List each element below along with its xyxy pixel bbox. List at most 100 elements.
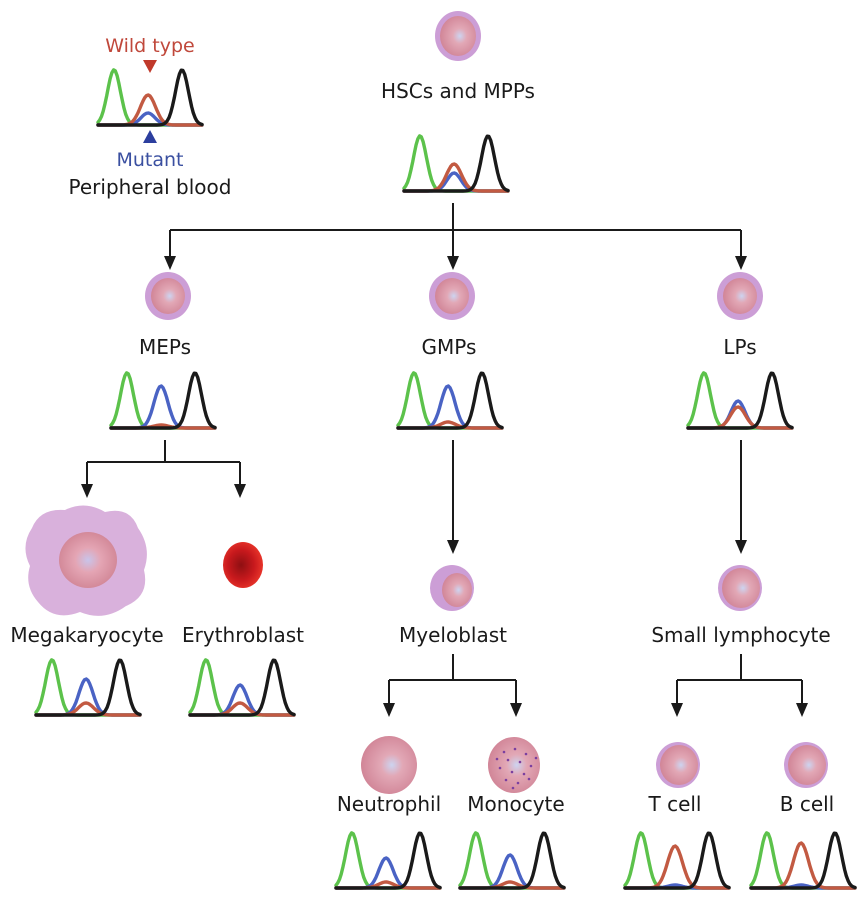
black-trace (458, 831, 566, 890)
monocyte-icon (488, 737, 540, 793)
black-trace (188, 658, 296, 717)
chromatogram-b-cell (749, 831, 857, 890)
black-trace (96, 68, 204, 127)
wild-type-trace (188, 701, 296, 717)
chromatogram-lp (686, 371, 794, 430)
black-trace (686, 371, 794, 430)
wild-type-label: Wild type (105, 35, 194, 57)
granule-dot (527, 777, 531, 781)
erythroblast-label: Erythroblast (182, 623, 304, 647)
granule-dot (516, 781, 520, 785)
granule-dot (498, 766, 502, 770)
node-b-cell: B cell (749, 742, 857, 890)
granule-dot (524, 752, 528, 756)
neutrophil-label: Neutrophil (337, 792, 441, 816)
arrow-to-myeloblast (447, 540, 459, 554)
granule-dot (510, 770, 514, 774)
megakaryocyte-label: Megakaryocyte (10, 623, 163, 647)
b-cell-nucleus (788, 745, 826, 785)
mutant-label: Mutant (116, 149, 183, 171)
erythroblast-icon (223, 542, 263, 588)
chromatogram-erythroblast (188, 658, 296, 717)
black-trace (109, 371, 217, 430)
black-trace (749, 831, 857, 890)
arrow-to-mep (164, 256, 176, 270)
chromatogram-hsc (402, 134, 510, 193)
black-trace (396, 371, 504, 430)
myeloblast-label: Myeloblast (399, 623, 507, 647)
wild-type-marker-icon (143, 60, 157, 73)
arrow-to-lp (735, 256, 747, 270)
lp-nucleus (723, 278, 757, 314)
black-trace (334, 831, 442, 890)
granule-dot (504, 778, 508, 782)
t-cell-nucleus (660, 745, 698, 785)
stem-cell-nucleus (440, 16, 476, 56)
gmp-nucleus (435, 278, 469, 314)
granule-dot (495, 757, 499, 761)
connector-myeloblast-branch (388, 654, 517, 705)
small-lymphocyte-label: Small lymphocyte (651, 623, 830, 647)
legend: Wild type Mutant Peripheral blood (69, 35, 232, 199)
node-small-lymphocyte: Small lymphocyte (651, 565, 831, 647)
chromatogram-monocyte (458, 831, 566, 890)
node-hsc: HSCs and MPPs (381, 11, 535, 193)
granule-dot (529, 764, 533, 768)
chromatogram-peripheral-blood (96, 68, 204, 127)
arrow-to-monocyte (510, 703, 522, 717)
mutant-trace (34, 677, 142, 717)
neutrophil-icon (361, 736, 417, 794)
granule-dot (534, 756, 538, 760)
arrow-to-small-lymphocyte (735, 540, 747, 554)
mep-label: MEPs (139, 335, 191, 359)
node-mep: MEPs (109, 272, 217, 430)
node-megakaryocyte: Megakaryocyte (10, 505, 164, 717)
arrow-to-erythroblast (234, 484, 246, 498)
granule-dot (502, 750, 506, 754)
arrow-to-t-cell (671, 703, 683, 717)
granule-dot (506, 758, 510, 762)
connector-hsc-branch (169, 203, 742, 258)
connector-mep-branch (86, 440, 241, 486)
black-trace (34, 658, 142, 717)
monocyte-granules (495, 747, 538, 790)
monocyte-label: Monocyte (467, 792, 564, 816)
node-gmp: GMPs (396, 272, 504, 430)
chromatogram-gmp (396, 371, 504, 430)
mutant-trace (188, 683, 296, 717)
mutant-marker-icon (143, 130, 157, 143)
t-cell-label: T cell (648, 792, 702, 816)
granule-dot (522, 772, 526, 776)
wild-type-trace (34, 701, 142, 717)
connectors (81, 203, 808, 717)
mutant-trace (402, 171, 510, 193)
node-t-cell: T cell (623, 742, 731, 890)
wild-type-trace (402, 162, 510, 193)
mutant-trace (96, 111, 204, 127)
mutant-trace (686, 399, 794, 430)
node-erythroblast: Erythroblast (182, 542, 304, 717)
peripheral-blood-label: Peripheral blood (69, 175, 232, 199)
mep-nucleus (151, 278, 185, 314)
lymphocyte-nucleus (722, 568, 760, 608)
granule-dot (511, 786, 515, 790)
arrow-to-megakaryocyte (81, 484, 93, 498)
chromatogram-mep (109, 371, 217, 430)
lp-label: LPs (723, 335, 756, 359)
chromatogram-megakaryocyte (34, 658, 142, 717)
gmp-label: GMPs (422, 335, 477, 359)
node-myeloblast: Myeloblast (399, 565, 507, 647)
megakaryocyte-nucleus (59, 532, 117, 588)
b-cell-label: B cell (780, 792, 835, 816)
chromatogram-neutrophil (334, 831, 442, 890)
wild-type-trace (96, 93, 204, 127)
granule-dot (513, 747, 517, 751)
node-lp: LPs (686, 272, 794, 430)
black-trace (623, 831, 731, 890)
connector-lymphocyte-branch (676, 654, 803, 705)
myeloblast-nucleus (442, 573, 472, 607)
arrow-to-b-cell (796, 703, 808, 717)
arrow-to-gmp (447, 256, 459, 270)
wild-type-trace (686, 405, 794, 430)
